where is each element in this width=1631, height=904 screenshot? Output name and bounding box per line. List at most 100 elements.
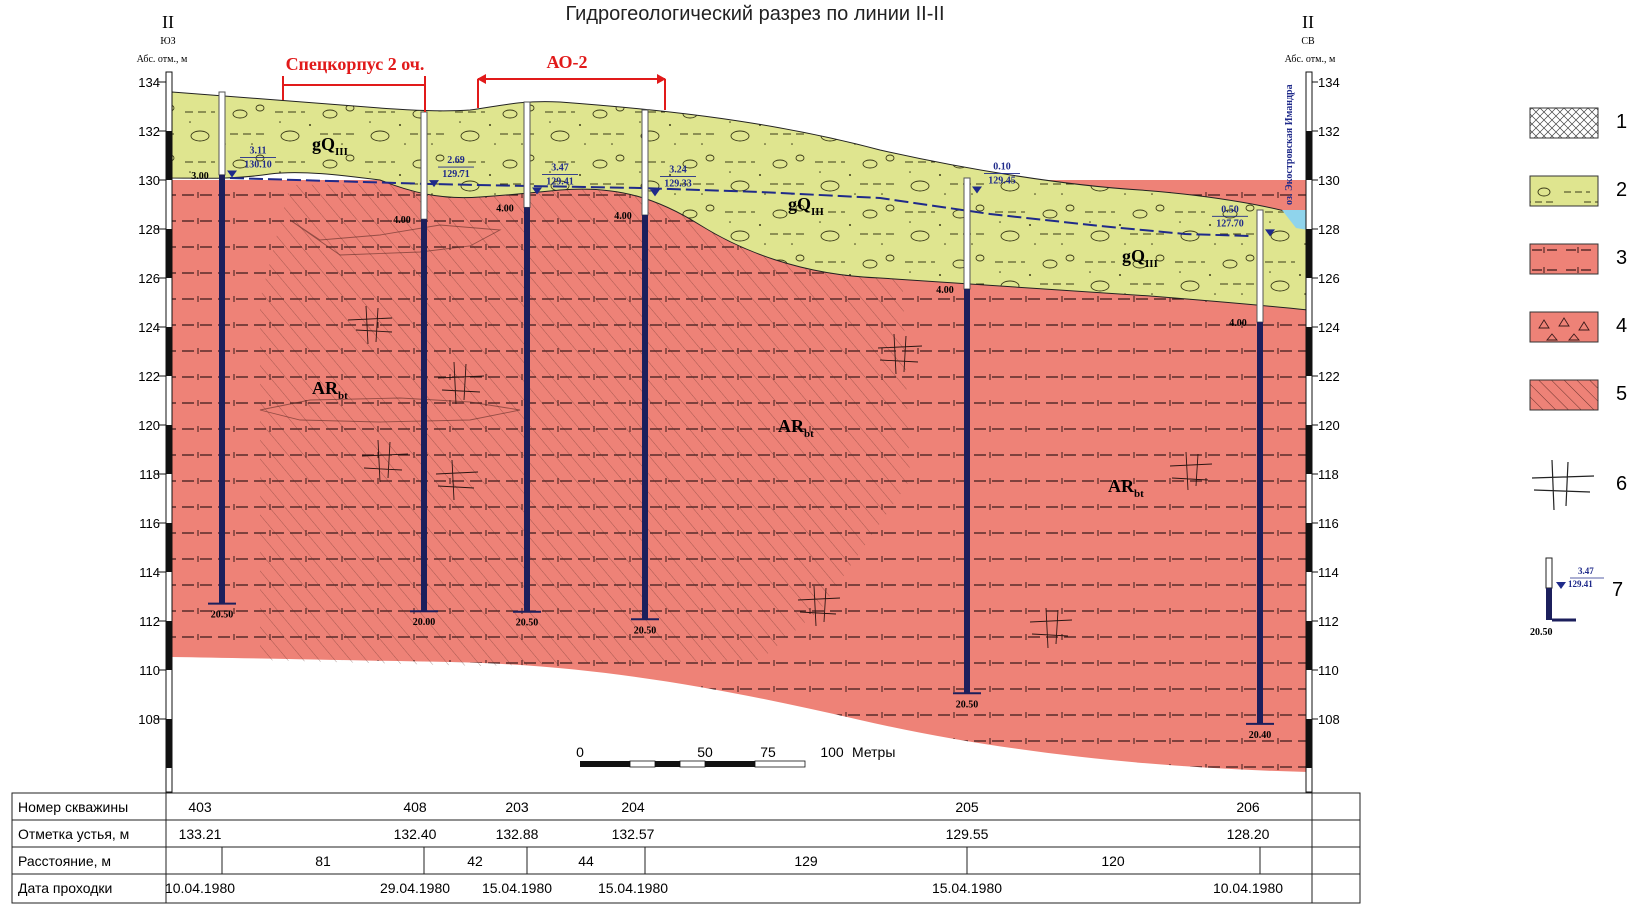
right-direction: СВ bbox=[1301, 36, 1315, 47]
table-well-elevation: 132.57 bbox=[612, 826, 655, 842]
scale-block bbox=[1306, 425, 1312, 474]
lens bbox=[259, 397, 521, 423]
table-well-number: 206 bbox=[1236, 799, 1260, 815]
building-ao2-label: АО-2 bbox=[546, 52, 587, 72]
well-depth-total: 20.50 bbox=[516, 618, 539, 629]
scale-block bbox=[166, 229, 172, 278]
legend-num-1: 1 bbox=[1616, 111, 1627, 133]
well-depth-total: 20.40 bbox=[1249, 730, 1272, 741]
table-well-date: 15.04.1980 bbox=[598, 880, 668, 896]
lake bbox=[1282, 210, 1308, 230]
water-level-triangle bbox=[227, 170, 237, 178]
legend-num-3: 3 bbox=[1616, 247, 1627, 269]
scale-label-right: 116 bbox=[1318, 516, 1339, 531]
scale-label-left: 132 bbox=[138, 124, 160, 139]
scalebar-tick-0: 0 bbox=[576, 744, 584, 760]
table-well-date: 10.04.1980 bbox=[165, 880, 235, 896]
well-soil-depth: 3.00 bbox=[191, 171, 209, 182]
scalebar-tick-50: 50 bbox=[697, 744, 713, 760]
well-water-elev: 129.41 bbox=[546, 176, 574, 187]
scale-label-left: 128 bbox=[138, 222, 160, 237]
legend-water-elev: 129.41 bbox=[1568, 579, 1593, 589]
well-depth-total: 20.50 bbox=[211, 610, 234, 621]
well-203: 20.50 4.00 3.47 129.41 bbox=[496, 101, 578, 629]
legend-triangles bbox=[1538, 317, 1590, 341]
well-204: 20.50 4.00 3.24 129.33 bbox=[614, 109, 696, 636]
table-well-date: 29.04.1980 bbox=[380, 880, 450, 896]
well-body bbox=[421, 219, 427, 612]
well-water-elev: 129.71 bbox=[442, 169, 470, 180]
scale-label-left: 124 bbox=[138, 320, 160, 335]
table-distance: 44 bbox=[578, 853, 594, 869]
scale-label-right: 122 bbox=[1318, 369, 1340, 384]
legend-num-4: 4 bbox=[1616, 315, 1627, 337]
legend-swatch-3 bbox=[1529, 243, 1599, 275]
scale-label-left: 118 bbox=[139, 467, 160, 482]
building-ao2-arrow-left bbox=[477, 74, 486, 84]
well-soil-depth: 4.00 bbox=[614, 211, 632, 222]
table-well-elevation: 132.88 bbox=[496, 826, 539, 842]
fracture-marks bbox=[347, 305, 1213, 649]
well-depth-total: 20.50 bbox=[634, 625, 657, 636]
scale-label-right: 128 bbox=[1318, 222, 1340, 237]
scale-block bbox=[166, 523, 172, 572]
well-water-depth: 3.24 bbox=[669, 164, 687, 175]
well-body bbox=[642, 215, 648, 620]
scale-label-left: 110 bbox=[139, 663, 160, 678]
section-title: Гидрогеологический разрез по линии II-II bbox=[565, 3, 944, 25]
table-well-elevation: 128.20 bbox=[1227, 826, 1270, 842]
building-ao2: АО-2 bbox=[477, 52, 666, 110]
table-distance: 129 bbox=[794, 853, 818, 869]
well-water-depth: 3.47 bbox=[551, 162, 569, 173]
scale-label-right: 118 bbox=[1318, 467, 1339, 482]
well-depth-total: 20.50 bbox=[956, 699, 979, 710]
scale-label-right: 132 bbox=[1318, 124, 1340, 139]
table-distance: 81 bbox=[315, 853, 331, 869]
table-well-number: 408 bbox=[403, 799, 427, 815]
legend-num-6: 6 bbox=[1616, 473, 1627, 495]
legend-swatch-2 bbox=[1529, 175, 1599, 207]
well-casing bbox=[1256, 209, 1264, 323]
water-level-triangle bbox=[429, 180, 439, 188]
scale-label-left: 134 bbox=[138, 75, 160, 90]
scale-label-left: 112 bbox=[139, 614, 160, 629]
well-water-elev: 129.33 bbox=[664, 178, 692, 189]
well-body bbox=[219, 174, 225, 604]
scale-label-right: 134 bbox=[1318, 75, 1340, 90]
scale-block bbox=[1306, 131, 1312, 180]
scale-label-right: 108 bbox=[1318, 712, 1340, 727]
table-label-elevation: Отметка устья, м bbox=[18, 826, 129, 842]
left-elevation-label: Абс. отм., м bbox=[137, 54, 188, 65]
scalebar-unit: Метры bbox=[852, 744, 895, 760]
table-well-number: 205 bbox=[955, 799, 979, 815]
well-water-elev: 127.70 bbox=[1216, 218, 1244, 229]
legend-swatch-4 bbox=[1529, 311, 1599, 343]
well-soil-depth: 4.00 bbox=[496, 203, 514, 214]
building-speckorpus: Спецкорпус 2 оч. bbox=[282, 54, 426, 112]
scale-label-left: 126 bbox=[138, 271, 160, 286]
water-table-line bbox=[229, 177, 1251, 237]
lake-label: оз. Экостровская Имандра bbox=[1284, 84, 1295, 205]
scale-label-right: 126 bbox=[1318, 271, 1340, 286]
scale-label-right: 124 bbox=[1318, 320, 1340, 335]
scale-label-left: 114 bbox=[139, 565, 160, 580]
legend-num-5: 5 bbox=[1616, 383, 1627, 405]
scale-label-left: 130 bbox=[138, 173, 160, 188]
table-well-number: 203 bbox=[505, 799, 529, 815]
well-soil-depth: 4.00 bbox=[393, 215, 411, 226]
left-direction: ЮЗ bbox=[160, 36, 175, 47]
well-casing bbox=[641, 109, 649, 216]
table-label-date: Дата проходки bbox=[18, 880, 112, 896]
scale-block bbox=[1306, 523, 1312, 572]
table-distance: 120 bbox=[1101, 853, 1125, 869]
lens bbox=[289, 219, 502, 256]
scalebar-tick-100: 100 bbox=[820, 744, 844, 760]
strata-label-ar-2: ARbt bbox=[778, 416, 814, 440]
scale-block bbox=[1306, 621, 1312, 670]
well-depth-total: 20.00 bbox=[413, 617, 436, 628]
table-well-number: 403 bbox=[188, 799, 212, 815]
scale-label-right: 110 bbox=[1318, 663, 1339, 678]
